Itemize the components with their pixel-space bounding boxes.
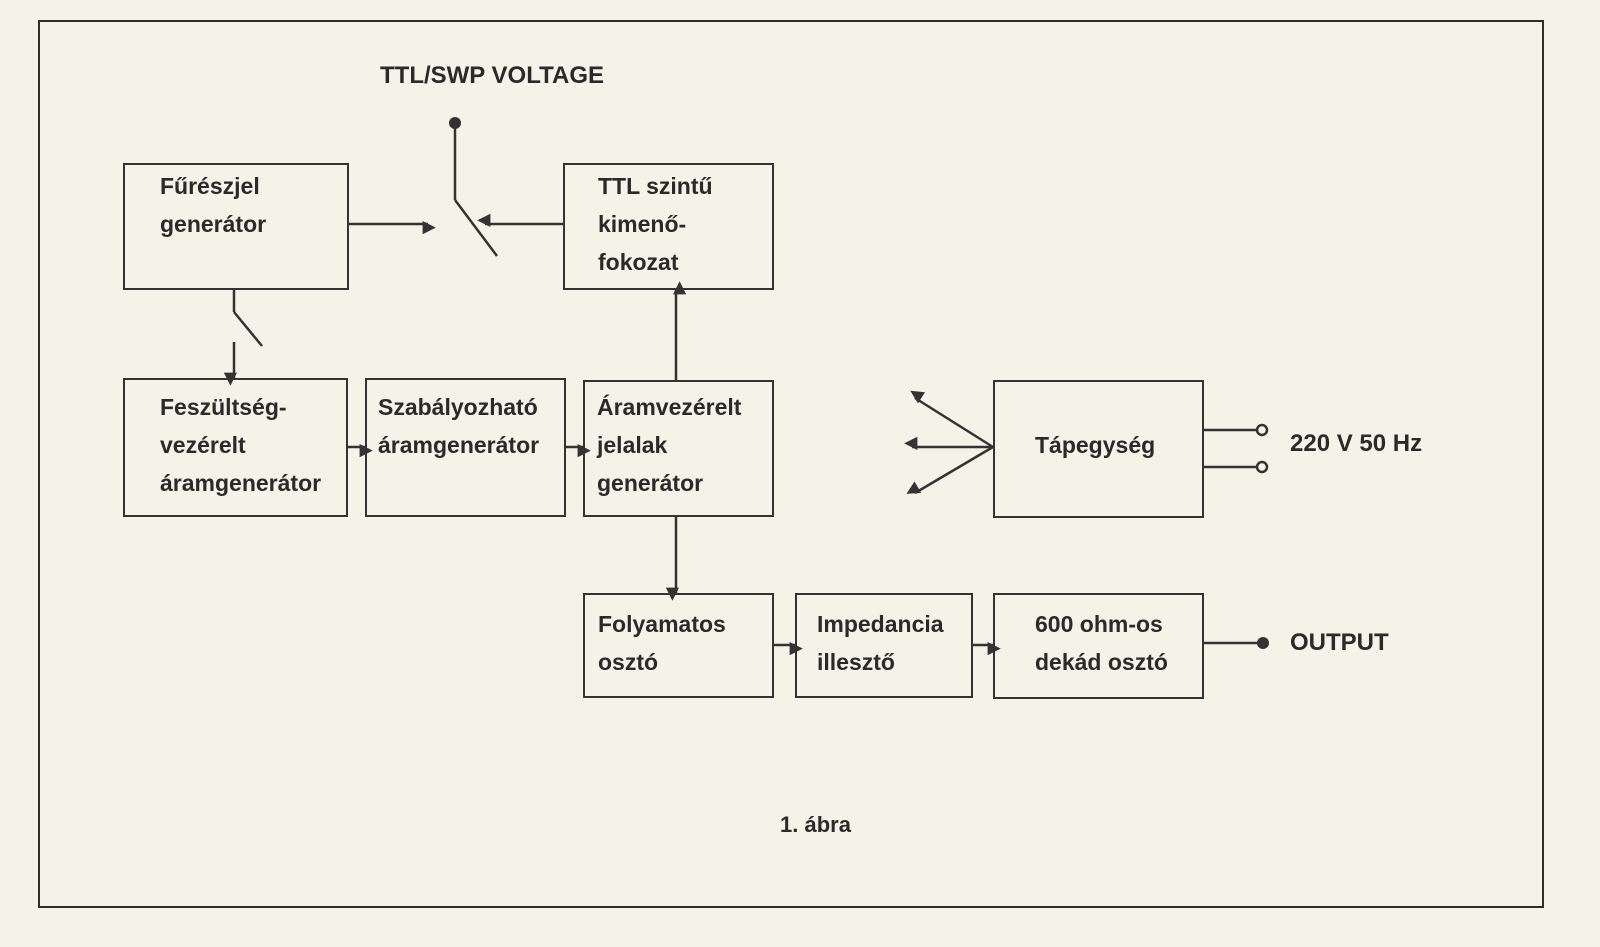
switch-label: TTL/SWP VOLTAGE bbox=[380, 62, 604, 89]
switch2-blade bbox=[233, 311, 263, 347]
figure-caption: 1. ábra bbox=[780, 812, 851, 837]
block-vcc-label: Feszültség- vezérelt áramgenerátor bbox=[160, 394, 322, 496]
block-decade-divider bbox=[993, 593, 1204, 699]
power-arrow-up bbox=[910, 390, 994, 449]
block-waveform-label: Áramvezérelt jelalak generátor bbox=[597, 394, 742, 496]
block-waveform-generator bbox=[583, 380, 774, 517]
block-divider-label: Folyamatos osztó bbox=[598, 611, 726, 675]
block-sawtooth-label: Fűrészjel generátor bbox=[160, 173, 267, 237]
mains-label: 220 V 50 Hz bbox=[1290, 430, 1423, 457]
block-voltage-controlled-source bbox=[123, 378, 348, 517]
output-label: OUTPUT bbox=[1290, 629, 1389, 656]
block-sawtooth-generator bbox=[123, 163, 349, 290]
block-adjustable-source bbox=[365, 378, 566, 517]
mains-terminal-2 bbox=[1255, 460, 1269, 474]
block-continuous-divider bbox=[583, 593, 774, 698]
block-impedance-matcher bbox=[795, 593, 973, 698]
block-power-supply bbox=[993, 380, 1204, 518]
block-impedance-label: Impedancia illesztő bbox=[817, 611, 944, 675]
block-adjustable-label: Szabályozható áramgenerátor bbox=[378, 394, 540, 458]
switch-blade bbox=[454, 199, 498, 257]
switch-terminal-dot bbox=[449, 117, 461, 129]
block-decade-label: 600 ohm-os dekád osztó bbox=[1035, 611, 1168, 675]
output-terminal-dot bbox=[1257, 637, 1269, 649]
block-power-label: Tápegység bbox=[1035, 432, 1156, 458]
block-ttl-label: TTL szintű kimenő- fokozat bbox=[598, 173, 713, 275]
figure-frame bbox=[38, 20, 1544, 908]
mains-terminal-1 bbox=[1255, 423, 1269, 437]
block-ttl-stage bbox=[563, 163, 774, 290]
power-arrow-down bbox=[906, 445, 994, 495]
